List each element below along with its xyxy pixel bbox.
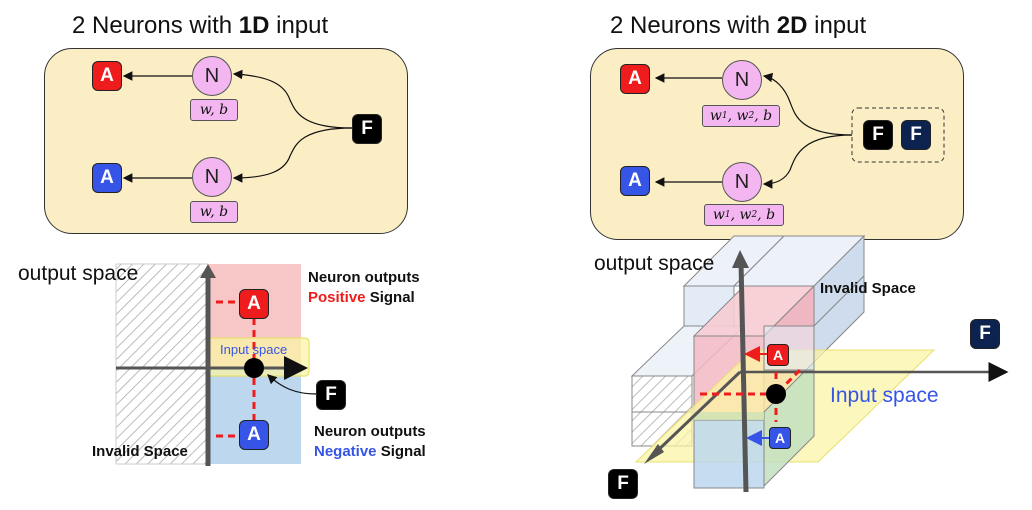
input-point-3d — [766, 384, 786, 404]
right-input-f2: F — [901, 120, 931, 150]
positive-caption: Neuron outputs Positive Signal — [308, 268, 420, 308]
right-input-space-label: Input space — [830, 384, 939, 407]
left-title: 2 Neurons with 1D input — [72, 12, 328, 40]
right-title-suffix: input — [807, 12, 867, 39]
negative-caption-line1: Neuron outputs — [314, 423, 426, 440]
right-neuron-top: N — [722, 60, 762, 100]
right-param-bottom-w2: w — [739, 207, 752, 223]
left-input-space-label: Input space — [220, 342, 288, 357]
negative-word: Negative — [314, 443, 377, 460]
right-plot-a-bottom: A — [769, 427, 791, 449]
right-param-top-sub1: 1 — [721, 111, 728, 121]
positive-caption-line1: Neuron outputs — [308, 269, 420, 286]
right-title: 2 Neurons with 2D input — [610, 12, 866, 40]
left-plot-a-bottom: A — [239, 420, 269, 450]
left-output-a-top: A — [92, 61, 122, 91]
right-input-f1: F — [863, 120, 893, 150]
negative-caption-line2: Negative Signal — [314, 442, 426, 462]
positive-suffix: Signal — [365, 289, 415, 306]
right-invalid-space-label: Invalid Space — [820, 280, 916, 297]
left-invalid-space-label: Invalid Space — [92, 443, 188, 460]
negative-caption: Neuron outputs Negative Signal — [314, 422, 426, 462]
right-param-bottom-b: b — [766, 207, 776, 223]
right-param-top-w1: w — [709, 108, 722, 124]
left-title-bold: 1D — [238, 12, 270, 39]
right-param-top-sub2: 2 — [748, 111, 755, 121]
left-network-edges — [122, 69, 353, 183]
invalid-region — [115, 263, 209, 465]
left-output-space-label: output space — [18, 262, 139, 285]
right-title-bold: 2D — [776, 12, 808, 39]
left-plot-f: F — [316, 380, 346, 410]
left-neuron-top: N — [192, 56, 232, 96]
right-param-bottom-sub2: 2 — [751, 210, 758, 220]
left-output-a-bottom: A — [92, 163, 122, 193]
left-input-f: F — [352, 114, 382, 144]
right-param-bottom-w1: w — [712, 207, 725, 223]
right-param-top-b: b — [763, 108, 773, 124]
right-network-edges — [654, 72, 945, 189]
output-axis — [738, 261, 749, 493]
positive-caption-line2: Positive Signal — [308, 288, 420, 308]
right-plot-a-top: A — [767, 344, 789, 366]
left-neuron-bottom: N — [192, 157, 232, 197]
right-param-top-w2: w — [736, 108, 749, 124]
right-neuron-bottom: N — [722, 162, 762, 202]
right-axis-f1: F — [970, 319, 1000, 349]
negative-suffix: Signal — [376, 443, 426, 460]
input-point — [244, 358, 264, 378]
right-output-a-bottom: A — [620, 166, 650, 196]
left-param-bottom: w, b — [190, 201, 238, 223]
right-plot — [630, 234, 1009, 493]
right-output-a-top: A — [620, 64, 650, 94]
f-axis-2 — [650, 370, 742, 458]
right-axis-f2: F — [608, 469, 638, 499]
positive-word: Positive — [308, 289, 366, 306]
left-param-top: w, b — [190, 99, 238, 121]
left-plot — [115, 263, 317, 466]
left-title-suffix: input — [269, 12, 329, 39]
left-title-prefix: 2 Neurons with — [72, 12, 239, 39]
left-plot-a-top: A — [239, 289, 269, 319]
right-title-prefix: 2 Neurons with — [610, 12, 777, 39]
right-param-bottom-sub1: 1 — [724, 210, 731, 220]
right-output-space-label: output space — [594, 252, 715, 275]
